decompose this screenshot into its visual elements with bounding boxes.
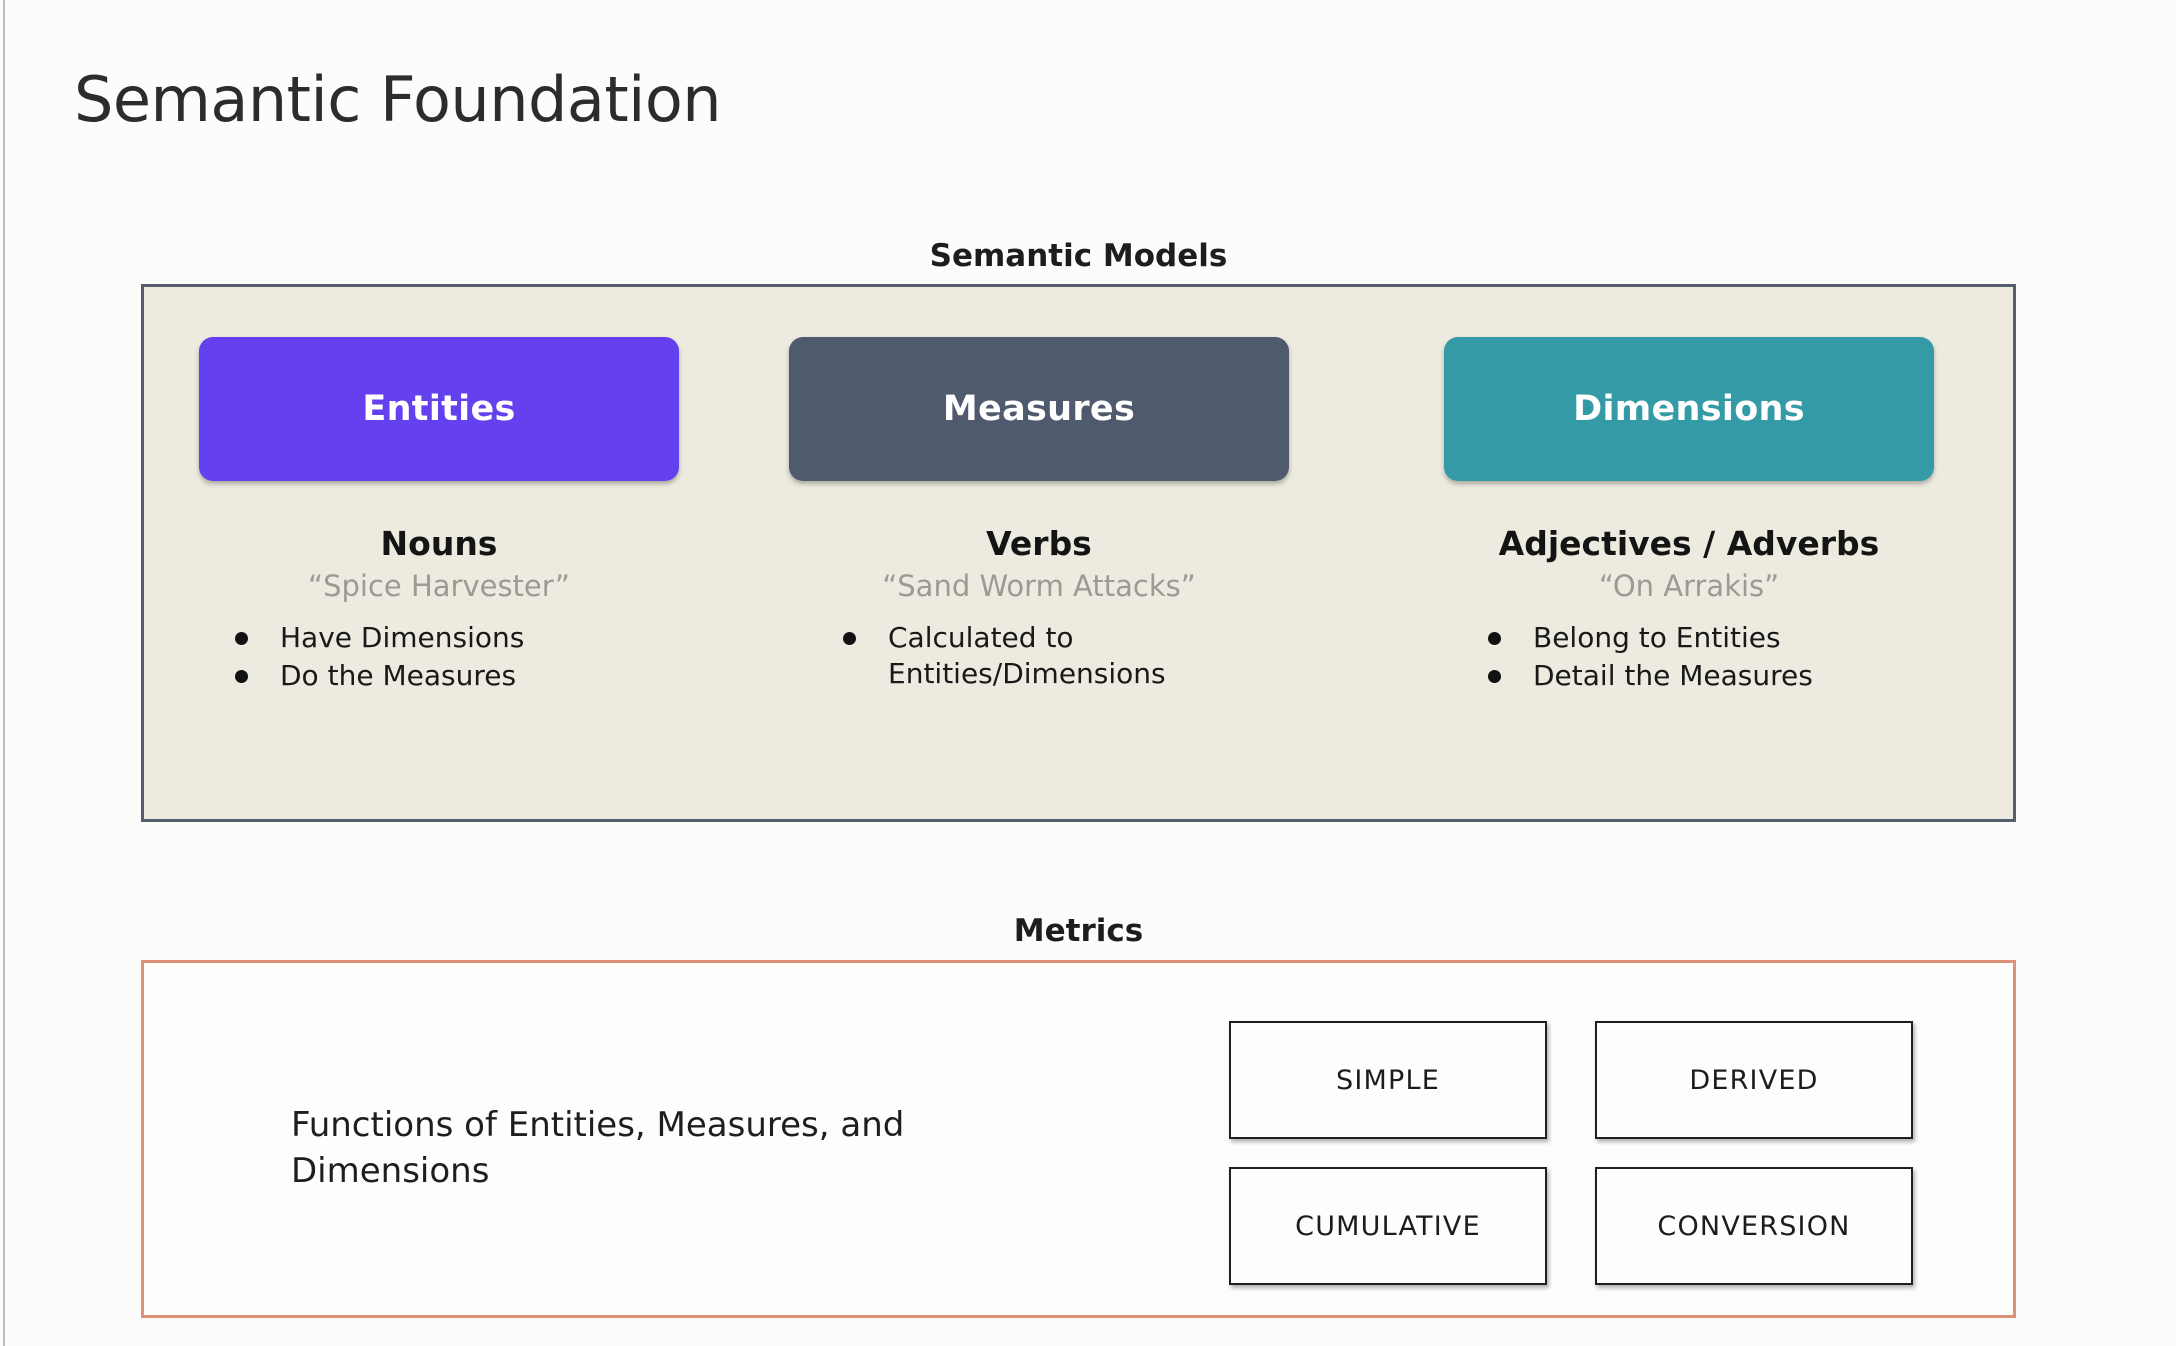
measures-card[interactable]: Measures [789,337,1289,481]
dimensions-part-of-speech: Adjectives / Adverbs [1498,524,1880,563]
list-item: Detail the Measures [1488,658,1978,694]
entities-card[interactable]: Entities [199,337,679,481]
page-title: Semantic Foundation [74,63,722,136]
measures-part-of-speech: Verbs [986,524,1092,563]
semantic-models-heading: Semantic Models [929,238,1228,274]
metric-type-simple[interactable]: SIMPLE [1229,1021,1547,1139]
bullet-dot-icon [235,632,248,645]
dimensions-bullet-0: Belong to Entities [1533,621,1781,654]
semantic-models-panel: Entities Nouns “Spice Harvester” Have Di… [141,284,2016,822]
list-item: Calculated to Entities/Dimensions [843,620,1343,692]
entities-bullet-list: Have Dimensions Do the Measures [199,620,715,696]
bullet-dot-icon [843,632,856,645]
bullet-dot-icon [1488,669,1501,683]
metric-type-simple-label: SIMPLE [1336,1064,1440,1096]
dimensions-card-label: Dimensions [1573,389,1805,429]
slide-left-edge [3,0,5,1346]
semantic-column-dimensions: Dimensions Adjectives / Adverbs “On Arra… [1444,287,1934,819]
measures-example: “Sand Worm Attacks” [882,569,1196,603]
list-item: Have Dimensions [235,620,715,656]
entities-card-label: Entities [362,389,516,429]
entities-part-of-speech: Nouns [380,524,498,563]
bullet-dot-icon [1488,632,1501,645]
metrics-heading: Metrics [1013,913,1144,949]
measures-card-label: Measures [942,389,1136,429]
semantic-column-measures: Measures Verbs “Sand Worm Attacks” Calcu… [789,287,1289,819]
metric-type-derived[interactable]: DERIVED [1595,1021,1913,1139]
entities-example: “Spice Harvester” [308,569,570,603]
metric-types-grid: SIMPLE DERIVED CUMULATIVE CONVERSION [1229,1021,1919,1285]
metric-type-conversion-label: CONVERSION [1657,1210,1851,1242]
metric-type-derived-label: DERIVED [1689,1064,1819,1096]
bullet-dot-icon [235,669,248,683]
semantic-column-entities: Entities Nouns “Spice Harvester” Have Di… [199,287,679,819]
dimensions-bullet-1: Detail the Measures [1533,658,1813,692]
dimensions-example: “On Arrakis” [1598,569,1780,603]
entities-bullet-1: Do the Measures [280,658,517,692]
metric-type-cumulative[interactable]: CUMULATIVE [1229,1167,1547,1285]
measures-bullet-list: Calculated to Entities/Dimensions [789,620,1343,694]
metric-type-conversion[interactable]: CONVERSION [1595,1167,1913,1285]
dimensions-card[interactable]: Dimensions [1444,337,1934,481]
dimensions-bullet-list: Belong to Entities Detail the Measures [1444,620,1978,696]
list-item: Belong to Entities [1488,620,1978,656]
metric-type-cumulative-label: CUMULATIVE [1295,1210,1481,1242]
measures-bullet-0: Calculated to Entities/Dimensions [888,621,1166,690]
metrics-description: Functions of Entities, Measures, and Dim… [291,1105,905,1191]
list-item: Do the Measures [235,658,715,694]
metrics-panel: Functions of Entities, Measures, and Dim… [141,960,2016,1318]
entities-bullet-0: Have Dimensions [280,621,525,654]
semantic-models-columns: Entities Nouns “Spice Harvester” Have Di… [144,287,2013,819]
